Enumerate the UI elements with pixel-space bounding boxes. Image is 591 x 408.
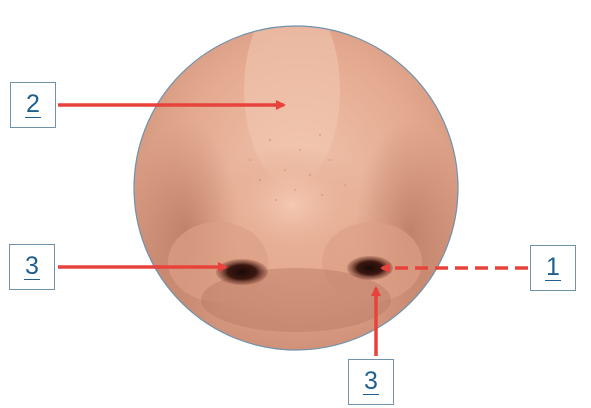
label-number-left: 3 bbox=[24, 254, 40, 280]
left-nostril bbox=[216, 259, 268, 285]
label-number-top: 2 bbox=[25, 92, 41, 118]
label-box-top: 2 bbox=[10, 82, 56, 128]
label-box-left: 3 bbox=[9, 244, 55, 290]
label-box-right: 1 bbox=[530, 245, 576, 291]
label-box-bottom: 3 bbox=[348, 359, 394, 405]
nose-photo bbox=[130, 0, 470, 360]
label-number-bottom: 3 bbox=[363, 369, 379, 395]
label-number-right: 1 bbox=[545, 255, 561, 281]
